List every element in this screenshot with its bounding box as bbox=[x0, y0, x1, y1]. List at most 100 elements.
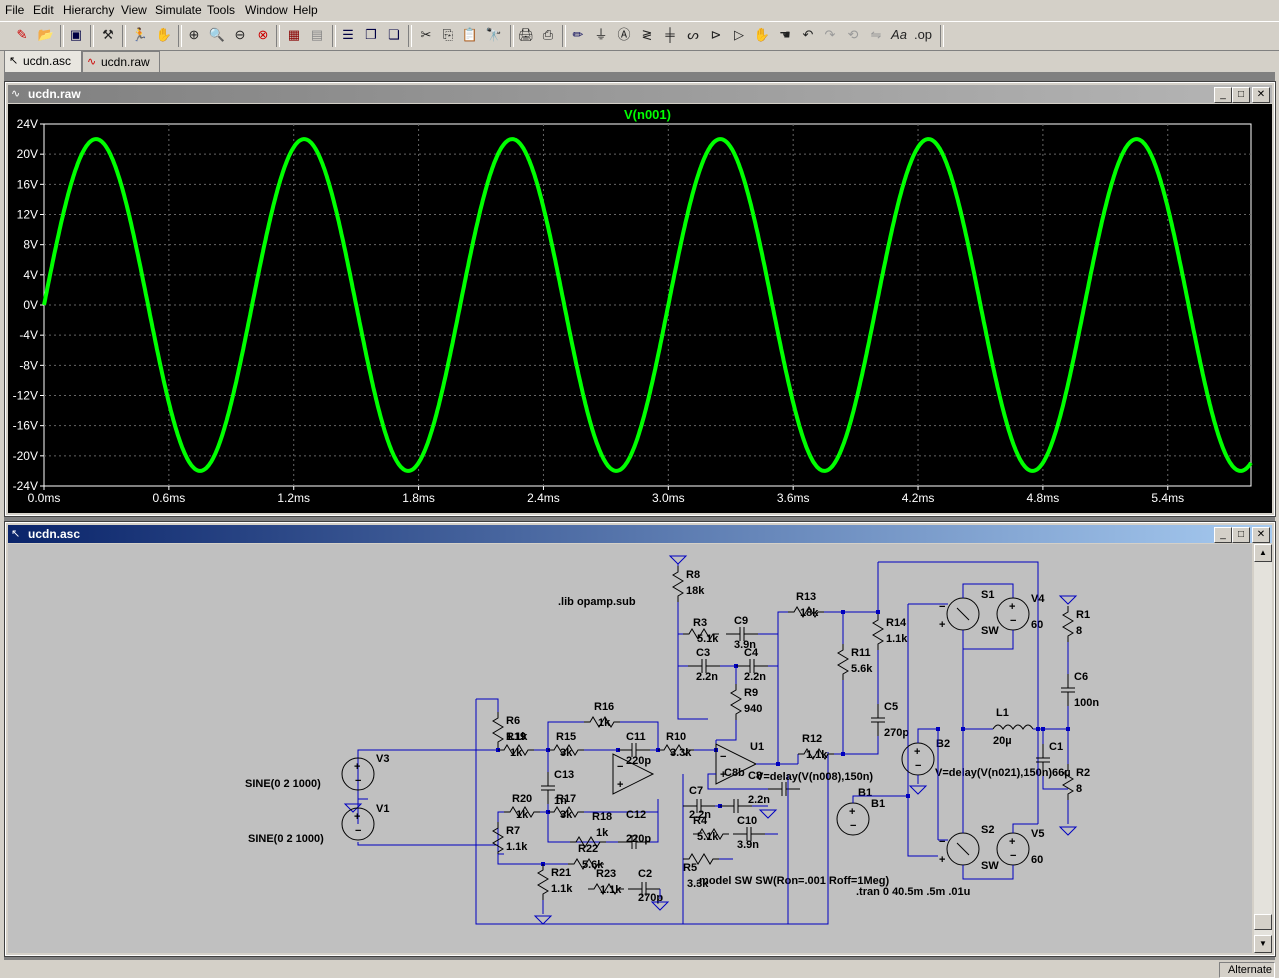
source-v3 bbox=[341, 757, 375, 791]
schematic-icon: ↖ bbox=[11, 528, 21, 540]
menu-hierarchy[interactable]: Hierarchy bbox=[63, 3, 115, 17]
value-l1: 20µ bbox=[993, 735, 1012, 747]
wire bbox=[962, 865, 1014, 880]
label-r19: R19 bbox=[506, 731, 526, 743]
value-r22: 5.6k bbox=[582, 859, 604, 871]
halt-icon[interactable]: ✋ bbox=[155, 27, 173, 42]
print-icon[interactable]: ⎙ bbox=[542, 27, 554, 42]
diode-icon[interactable]: ⊳ bbox=[710, 27, 722, 42]
source-minus: − bbox=[1010, 850, 1016, 862]
capacitor-icon[interactable]: ╪ bbox=[665, 27, 675, 42]
paste-icon[interactable]: 📋 bbox=[461, 27, 479, 42]
tile-horizontal-icon[interactable]: ☰ bbox=[342, 27, 354, 42]
minimize-button[interactable]: _ bbox=[1214, 87, 1232, 103]
spice-directive-icon[interactable]: .op bbox=[913, 27, 933, 42]
wire bbox=[497, 811, 504, 845]
menu-window[interactable]: Window bbox=[245, 3, 288, 17]
y-tick-label: 12V bbox=[17, 208, 38, 222]
move-icon[interactable]: ✋ bbox=[753, 27, 771, 42]
control-panel-icon[interactable]: ⚒ bbox=[102, 27, 114, 42]
close-button[interactable]: ✕ bbox=[1252, 527, 1270, 543]
source-minus: − bbox=[355, 825, 361, 837]
ground-icon[interactable]: ⏚ bbox=[594, 27, 608, 42]
resistor-r23 bbox=[588, 883, 624, 895]
cascade-icon[interactable]: ❐ bbox=[365, 27, 377, 42]
scroll-down-button[interactable]: ▼ bbox=[1254, 935, 1272, 953]
value-v1: SINE(0 2 1000) bbox=[248, 833, 324, 845]
wire bbox=[683, 774, 789, 925]
drag-icon[interactable]: ☚ bbox=[779, 27, 791, 42]
rotate-icon[interactable]: ⟲ bbox=[847, 27, 859, 42]
wire bbox=[547, 721, 584, 750]
resistor-r5 bbox=[683, 853, 719, 865]
tab-ucdn-raw[interactable]: ∿ ucdn.raw bbox=[82, 51, 160, 72]
source-minus: − bbox=[355, 775, 361, 787]
text-icon[interactable]: Aa bbox=[891, 27, 907, 42]
grid-icon[interactable]: ▤ bbox=[310, 27, 324, 42]
resistor-icon[interactable]: ≷ bbox=[641, 27, 653, 42]
y-tick-label: 8V bbox=[23, 238, 38, 252]
x-tick-label: 5.4ms bbox=[1151, 491, 1184, 505]
value-c11: 220p bbox=[626, 755, 651, 767]
label-c7: C7 bbox=[689, 785, 703, 797]
resistor-r9 bbox=[730, 684, 742, 720]
minimize-button[interactable]: _ bbox=[1214, 527, 1232, 543]
value-r6: 1.1k bbox=[506, 731, 528, 743]
inductor-icon[interactable]: ᔕ bbox=[687, 27, 699, 42]
menu-tools[interactable]: Tools bbox=[207, 3, 236, 17]
new-schematic-icon[interactable]: ✎ bbox=[16, 27, 28, 42]
value-c5: 270p bbox=[884, 727, 909, 739]
open-icon[interactable]: 📂 bbox=[37, 27, 55, 42]
maximize-button[interactable]: □ bbox=[1232, 527, 1250, 543]
redo-icon[interactable]: ↷ bbox=[824, 27, 836, 42]
menu-view[interactable]: View bbox=[121, 3, 147, 17]
copy-icon[interactable]: ⎘ bbox=[442, 27, 454, 42]
wire-icon[interactable]: ✏ bbox=[572, 27, 584, 42]
waveform-titlebar[interactable]: ∿ ucdn.raw _ □ ✕ bbox=[8, 85, 1272, 103]
value-c4: 2.2n bbox=[744, 671, 766, 683]
zoom-in-icon[interactable]: ⊕ bbox=[188, 27, 200, 42]
label-net-icon[interactable]: Ⓐ bbox=[617, 27, 631, 42]
value-r17: 3k bbox=[560, 809, 573, 821]
source-plus: + bbox=[849, 806, 855, 818]
y-tick-label: 20V bbox=[17, 147, 38, 161]
value-c1: .66µ bbox=[1049, 767, 1071, 779]
tile-vertical-icon[interactable]: ❏ bbox=[388, 27, 400, 42]
menu-file[interactable]: File bbox=[5, 3, 25, 17]
undo-icon[interactable]: ↶ bbox=[802, 27, 814, 42]
mirror-icon[interactable]: ⇋ bbox=[870, 27, 882, 42]
tab-ucdn-asc[interactable]: ↖ ucdn.asc bbox=[4, 50, 82, 72]
print-preview-icon[interactable]: 🖨 bbox=[517, 27, 535, 42]
autorange-icon[interactable]: ▦ bbox=[287, 27, 301, 42]
cut-icon[interactable]: ✂ bbox=[420, 27, 432, 42]
label-u1: U1 bbox=[750, 741, 764, 753]
value-c12: 220p bbox=[626, 833, 651, 845]
source-plus: + bbox=[354, 811, 360, 823]
pan-icon[interactable]: 🔍 bbox=[208, 27, 226, 42]
component-icon[interactable]: ▷ bbox=[734, 27, 744, 42]
schematic-canvas[interactable]: .lib opamp.sub.model SW SW(Ron=.001 Roff… bbox=[8, 544, 1252, 953]
scroll-up-button[interactable]: ▲ bbox=[1254, 544, 1272, 562]
zoom-out-icon[interactable]: ⊖ bbox=[234, 27, 246, 42]
value-r2: 8 bbox=[1076, 783, 1082, 795]
source-plus: + bbox=[1009, 836, 1015, 848]
resistor-r17 bbox=[548, 806, 584, 818]
menu-simulate[interactable]: Simulate bbox=[155, 3, 202, 17]
scroll-thumb[interactable] bbox=[1254, 914, 1272, 930]
wire bbox=[843, 736, 879, 755]
save-icon[interactable]: ▣ bbox=[69, 27, 83, 42]
vertical-scrollbar[interactable]: ▲ ▼ bbox=[1254, 544, 1272, 953]
zoom-fit-icon[interactable]: ⊗ bbox=[257, 27, 269, 42]
menu-edit[interactable]: Edit bbox=[33, 3, 54, 17]
run-icon[interactable]: 🏃 bbox=[131, 27, 149, 42]
menu-help[interactable]: Help bbox=[293, 3, 318, 17]
schematic-titlebar[interactable]: ↖ ucdn.asc _ □ ✕ bbox=[8, 525, 1272, 543]
value-c2: 270p bbox=[638, 892, 663, 904]
resistor-r15 bbox=[548, 744, 584, 756]
find-icon[interactable]: 🔭 bbox=[485, 27, 503, 42]
maximize-button[interactable]: □ bbox=[1232, 87, 1250, 103]
trace-label: V(n001) bbox=[624, 107, 671, 122]
close-button[interactable]: ✕ bbox=[1252, 87, 1270, 103]
